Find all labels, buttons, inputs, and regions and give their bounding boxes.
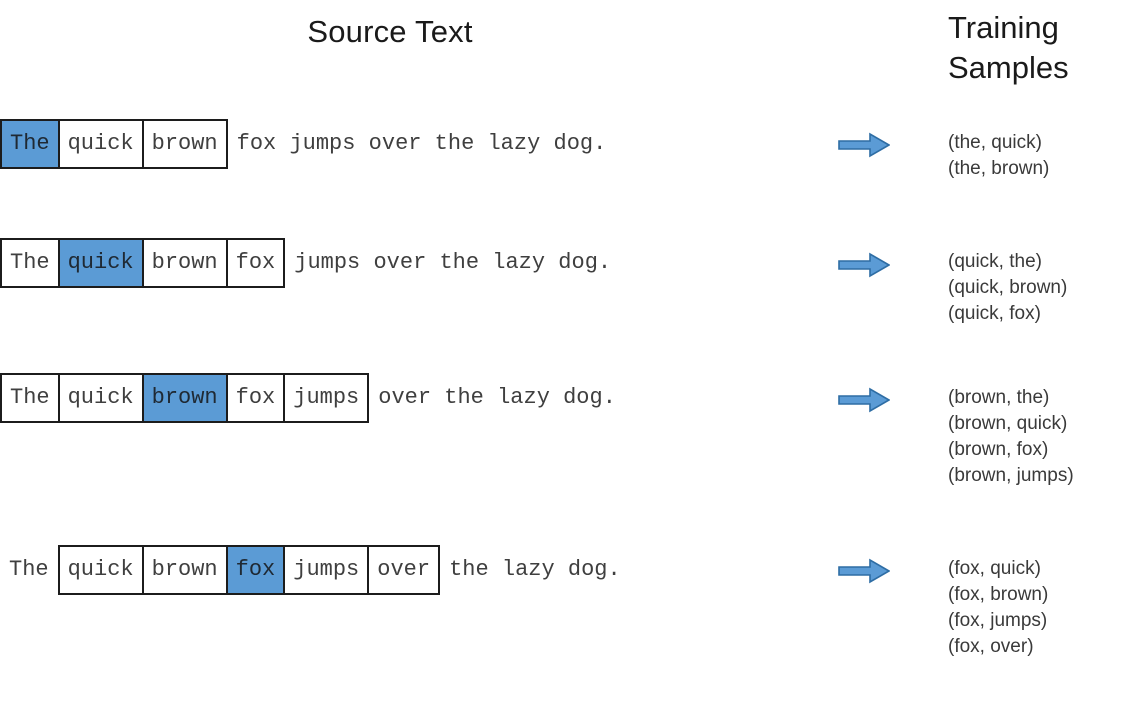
training-sample-pair: (fox, brown): [948, 584, 1049, 605]
training-samples-list: (the, quick) (the, brown): [948, 130, 1049, 182]
unboxed-lead-word: The: [9, 557, 49, 582]
training-samples-list: (brown, the) (brown, quick) (brown, fox) (b…: [948, 385, 1074, 489]
right-arrow-icon: [838, 387, 890, 413]
context-word-box[interactable]: The: [2, 375, 60, 421]
target-word-box[interactable]: The: [2, 121, 60, 167]
context-word-box[interactable]: jumps: [285, 547, 370, 593]
right-arrow-icon: [838, 132, 890, 158]
training-sample-pair: (the, brown): [948, 158, 1050, 179]
right-arrow-icon: [838, 558, 890, 584]
context-word-box[interactable]: brown: [143, 121, 226, 167]
context-word-box[interactable]: quick: [59, 547, 144, 593]
target-word-box[interactable]: fox: [227, 547, 286, 593]
training-sample-pair: (the, quick): [948, 132, 1042, 153]
remaining-sentence-text: the lazy dog.: [449, 557, 621, 582]
remaining-sentence-text: over the lazy dog.: [378, 385, 616, 410]
context-word-box[interactable]: quick: [59, 121, 144, 167]
context-word-box[interactable]: jumps: [285, 375, 368, 421]
target-word-box[interactable]: brown: [143, 375, 228, 421]
context-word-box[interactable]: fox: [227, 240, 284, 286]
page-title-training-samples: Training Samples: [948, 8, 1128, 87]
context-word-box[interactable]: quick: [59, 375, 144, 421]
context-word-box[interactable]: fox: [227, 375, 286, 421]
training-sample-pair: (fox, jumps): [948, 610, 1048, 631]
context-word-box[interactable]: brown: [143, 547, 228, 593]
training-samples-list: (fox, quick) (fox, brown) (fox, jumps) (fox…: [948, 556, 1048, 660]
training-sample-pair: (quick, the): [948, 251, 1042, 272]
right-arrow-icon: [838, 252, 890, 278]
training-sample-pair: (quick, brown): [948, 277, 1068, 298]
page-title-source-text: Source Text: [307, 14, 473, 49]
training-sample-pair: (brown, the): [948, 387, 1050, 408]
remaining-sentence-text: jumps over the lazy dog.: [294, 250, 612, 275]
training-samples-line-2: Samples: [948, 49, 1069, 85]
context-word-box[interactable]: brown: [143, 240, 228, 286]
training-sample-pair: (quick, fox): [948, 303, 1041, 324]
remaining-sentence-text: fox jumps over the lazy dog.: [236, 131, 607, 156]
context-word-box[interactable]: The: [2, 240, 60, 286]
training-sample-pair: (brown, fox): [948, 439, 1049, 460]
target-word-box[interactable]: quick: [59, 240, 144, 286]
training-sample-pair: (brown, jumps): [948, 465, 1074, 486]
training-sample-pair: (fox, over): [948, 636, 1034, 657]
context-word-box[interactable]: over: [369, 547, 439, 593]
training-samples-line-1: Training: [948, 10, 1059, 45]
training-sample-pair: (fox, quick): [948, 558, 1041, 579]
training-samples-list: (quick, the) (quick, brown) (quick, fox): [948, 249, 1067, 327]
training-sample-pair: (brown, quick): [948, 413, 1068, 434]
